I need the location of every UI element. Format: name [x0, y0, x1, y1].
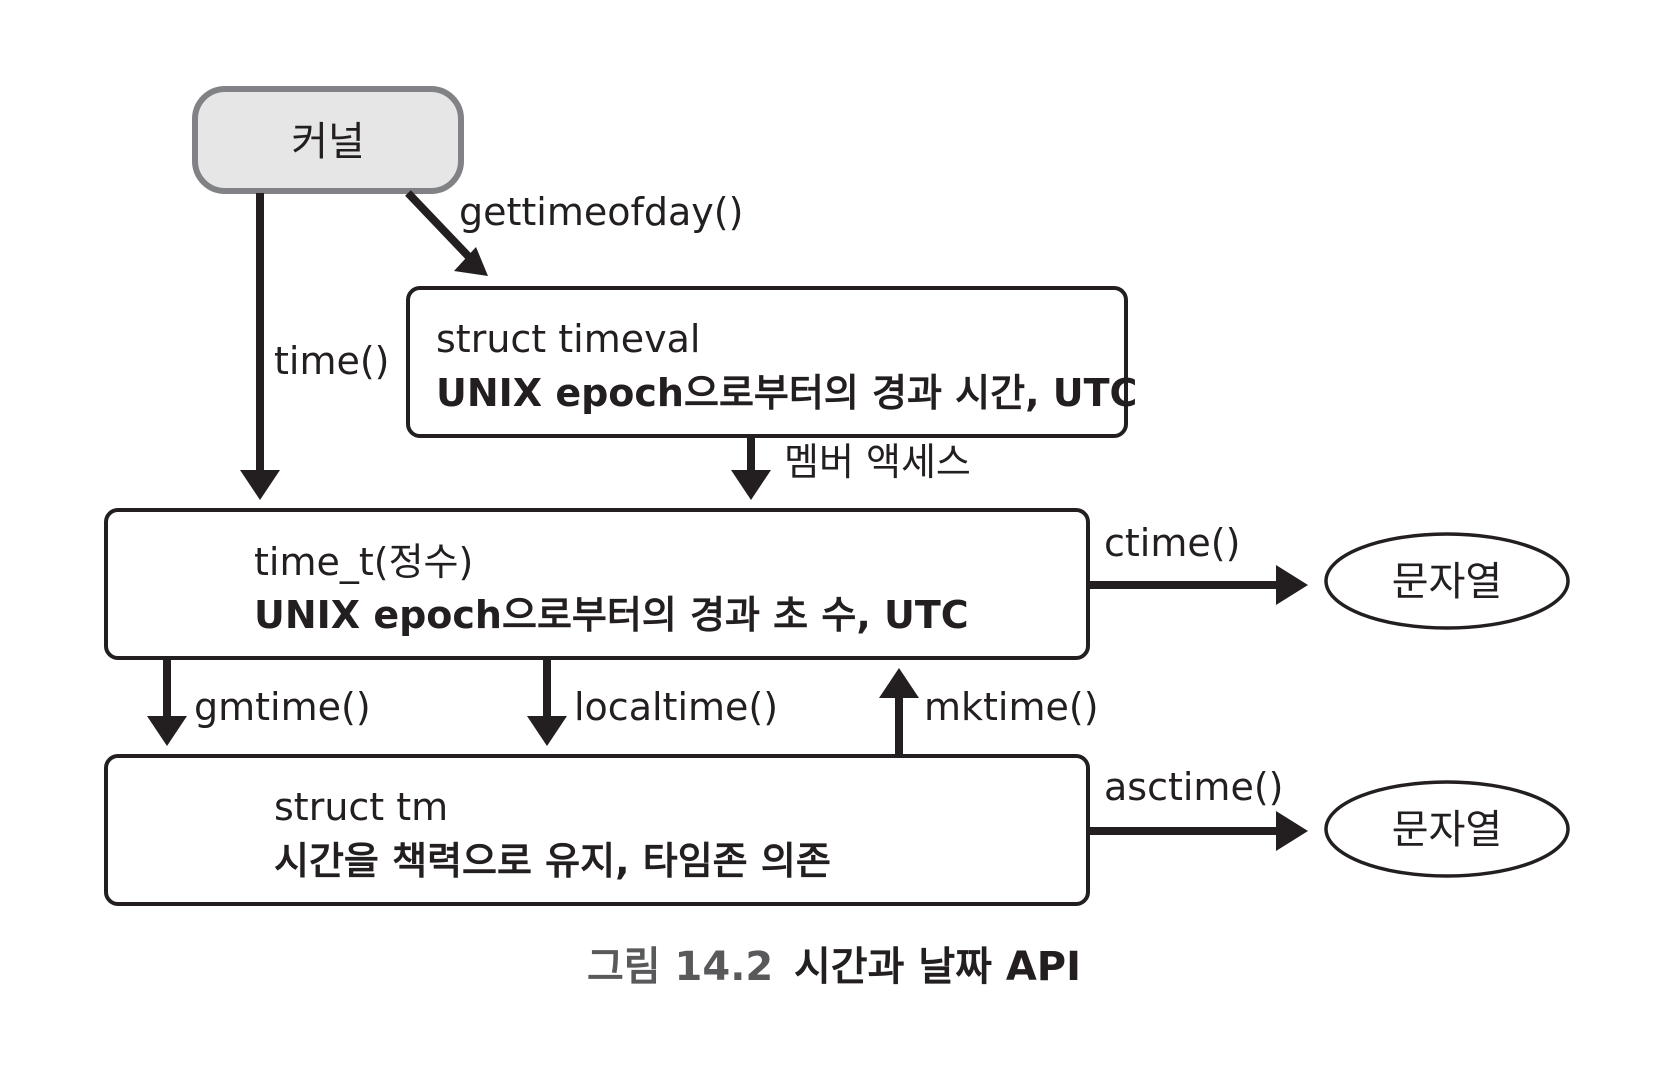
- asctime-label: asctime(): [1104, 765, 1283, 809]
- gettimeofday-arrowhead: [454, 247, 488, 276]
- time-t-node: time_t(정수) UNIX epoch으로부터의 경과 초 수, UTC: [104, 508, 1090, 660]
- timeval-title: struct timeval: [436, 317, 700, 361]
- mktime-label: mktime(): [924, 685, 1099, 729]
- tm-box: [104, 754, 1090, 906]
- timeval-node: struct timeval UNIX epoch으로부터의 경과 시간, UT…: [406, 286, 1137, 438]
- figure-caption: 그림 14.2 시간과 날짜 API: [587, 944, 1081, 990]
- edges: [163, 190, 1278, 835]
- tm-node: struct tm 시간을 책력으로 유지, 타임존 의존: [104, 754, 1090, 906]
- time-label: time(): [274, 339, 390, 383]
- ctime-label: ctime(): [1104, 521, 1240, 565]
- string-ctime-label: 문자열: [1392, 559, 1502, 605]
- string-ctime-node: 문자열: [1324, 532, 1570, 630]
- asctime-arrowhead: [1276, 811, 1308, 851]
- arrowheads: [147, 247, 1308, 851]
- gmtime-arrowhead: [147, 716, 187, 746]
- string-asctime-node: 문자열: [1324, 780, 1570, 878]
- gettimeofday-arrow-line: [405, 190, 473, 261]
- mktime-arrowhead: [879, 668, 919, 698]
- string-asctime-label: 문자열: [1392, 807, 1502, 853]
- time-t-desc: UNIX epoch으로부터의 경과 초 수, UTC: [254, 593, 969, 637]
- localtime-arrowhead: [527, 716, 567, 746]
- gmtime-label: gmtime(): [194, 685, 371, 729]
- ctime-arrowhead: [1276, 565, 1308, 605]
- gettimeofday-label: gettimeofday(): [459, 190, 743, 234]
- caption-number: 그림 14.2: [587, 944, 773, 990]
- tm-title: struct tm: [274, 785, 448, 829]
- kernel-box: [192, 86, 464, 194]
- string-asctime-ellipse: [1324, 780, 1570, 878]
- time-arrowhead: [240, 470, 280, 500]
- timeval-desc: UNIX epoch으로부터의 경과 시간, UTC: [436, 371, 1137, 415]
- member-access-label: 멤버 액세스: [784, 440, 971, 484]
- time-t-box: [104, 508, 1090, 660]
- kernel-label: 커널: [291, 119, 365, 165]
- string-ctime-ellipse: [1324, 532, 1570, 630]
- tm-desc: 시간을 책력으로 유지, 타임존 의존: [274, 839, 831, 883]
- localtime-label: localtime(): [574, 685, 778, 729]
- edge-labels: gettimeofday() time() 멤버 액세스 ctime() gmt…: [194, 190, 1283, 809]
- kernel-node: 커널: [192, 86, 464, 194]
- caption-title: 시간과 날짜 API: [794, 944, 1081, 990]
- member-access-arrowhead: [731, 470, 771, 500]
- timeval-box: [406, 286, 1128, 438]
- time-t-title: time_t(정수): [254, 540, 473, 584]
